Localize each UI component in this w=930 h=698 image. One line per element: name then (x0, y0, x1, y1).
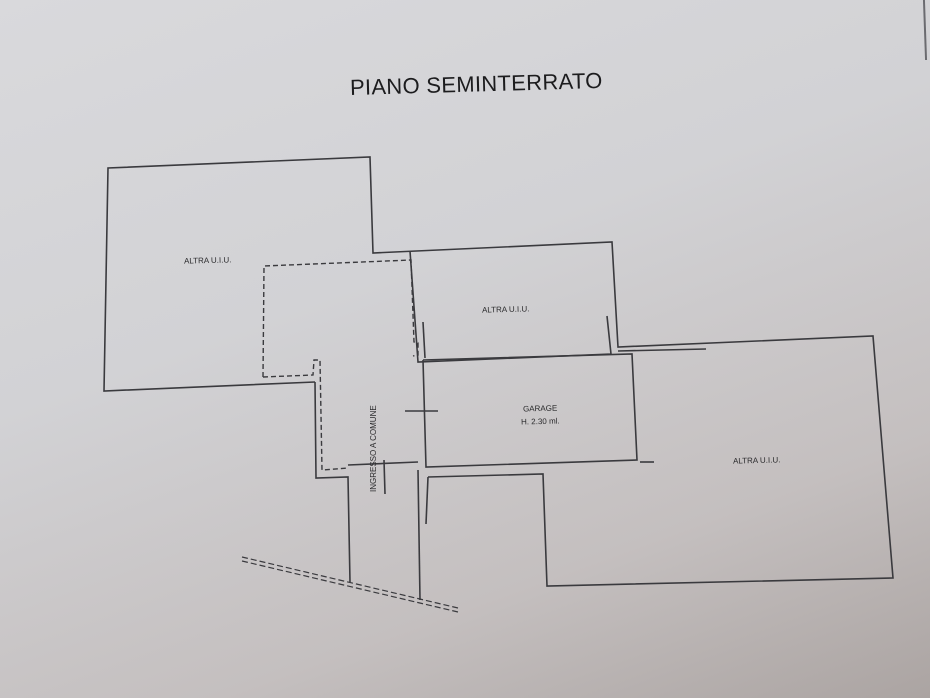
wall-altra-uiu-top-left (103, 156, 894, 587)
dashed-common-area (262, 259, 419, 378)
room-label-garage: GARAGE (522, 403, 558, 414)
garage-height-note: H. 2.30 ml. (520, 416, 560, 427)
wall-ingresso-left (314, 381, 351, 583)
boundary-line (241, 556, 459, 609)
room-label-altra-uiu-right: ALTRA U.I.U. (732, 455, 781, 466)
room-label-altra-uiu-top-left: ALTRA U.I.U. (183, 255, 232, 266)
room-label-ingresso: INGRESSO A COMUNE (369, 405, 378, 492)
wall-garage (422, 353, 638, 468)
room-label-altra-uiu-top-middle: ALTRA U.I.U. (481, 304, 530, 315)
wall-ingresso-right (425, 476, 429, 525)
